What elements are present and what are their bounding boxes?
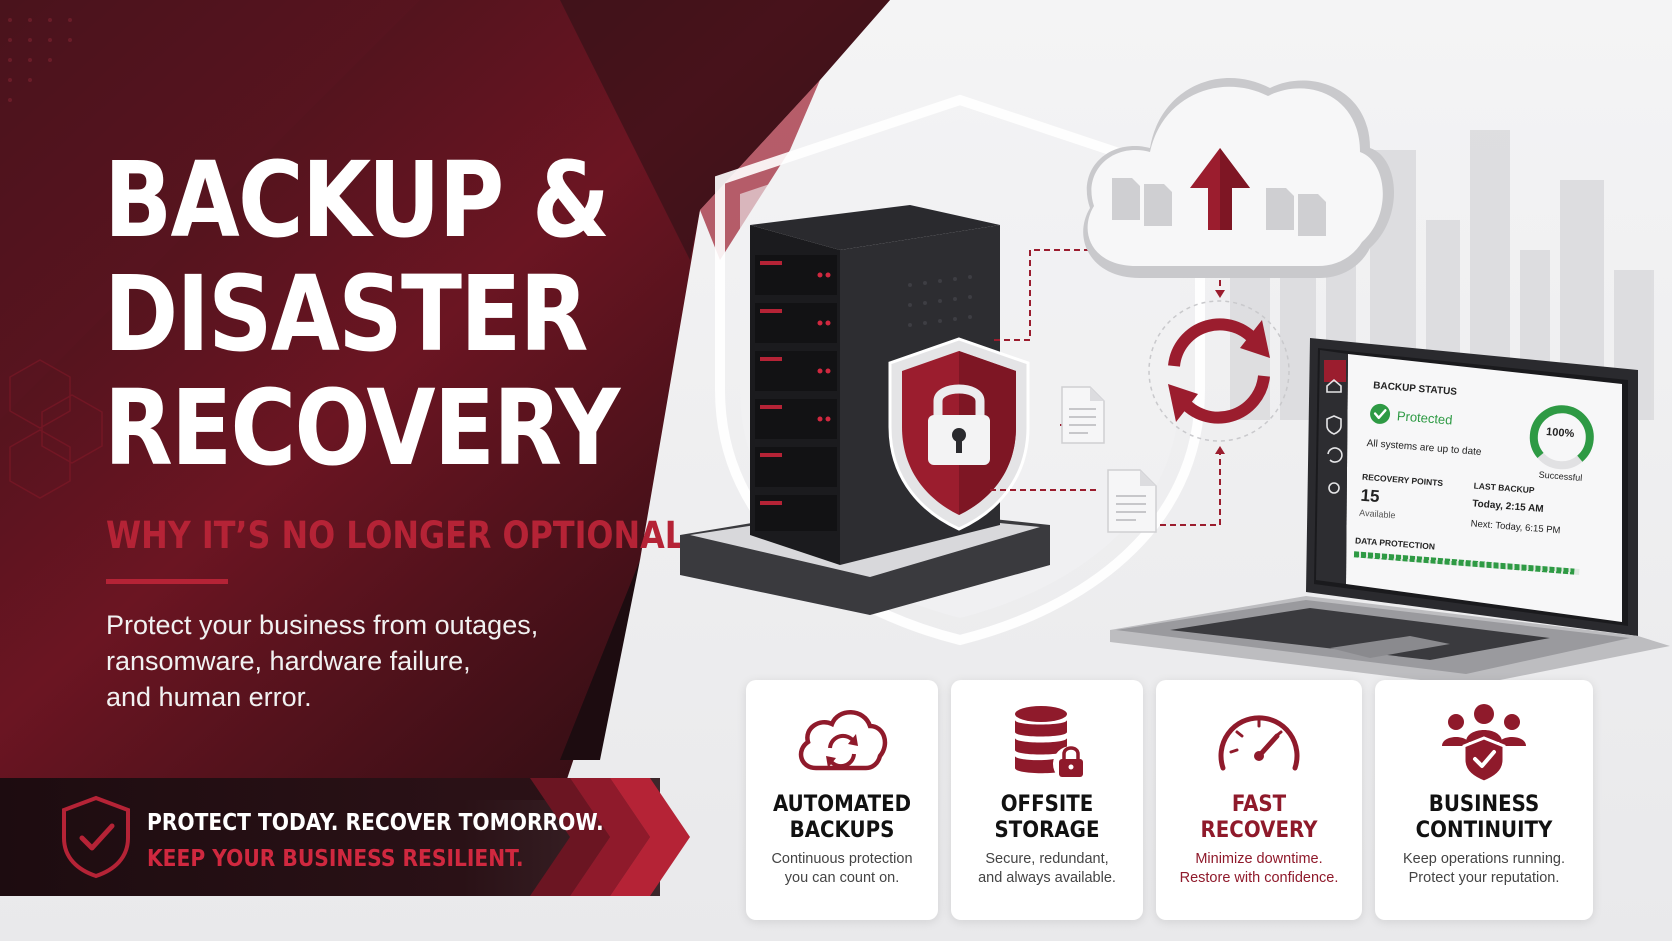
accent-divider bbox=[106, 579, 228, 584]
banner-line-1: PROTECT TODAY. RECOVER TOMORROW. bbox=[147, 810, 604, 836]
padlock-shield-icon bbox=[888, 337, 1030, 531]
dashboard-screen: BACKUP STATUS Protected All systems are … bbox=[1350, 376, 1619, 645]
gauge-value: 100% bbox=[1545, 426, 1575, 441]
gauge-label: Successful bbox=[1538, 469, 1583, 483]
data-protection-fill bbox=[1353, 551, 1575, 575]
feature-title-line-2: BACKUPS bbox=[789, 818, 895, 843]
feature-desc-line-2: and always available. bbox=[978, 870, 1116, 886]
feature-desc-line-2: you can count on. bbox=[784, 870, 900, 886]
status-value: Protected bbox=[1396, 408, 1454, 428]
settings-icon bbox=[1328, 482, 1340, 494]
feature-card-business-continuity: BUSINESS CONTINUITY Keep operations runn… bbox=[1375, 680, 1593, 920]
feature-card-automated-backups: AUTOMATED BACKUPS Continuous protection … bbox=[746, 680, 938, 920]
check-circle-icon bbox=[1370, 403, 1391, 424]
feature-desc-line-1: Minimize downtime. bbox=[1195, 851, 1323, 867]
data-protection-label: DATA PROTECTION bbox=[1354, 535, 1436, 552]
hero-title-line-1: BACKUP & bbox=[104, 139, 610, 261]
feature-desc-line-1: Continuous protection bbox=[771, 851, 913, 867]
hero-subtitle: WHY IT’S NO LONGER OPTIONAL bbox=[106, 514, 685, 557]
feature-title-line-1: FAST bbox=[1231, 792, 1287, 817]
feature-title-line-1: AUTOMATED bbox=[772, 792, 912, 817]
shield-check-icon bbox=[62, 795, 130, 879]
last-backup-value: Today, 2:15 AM bbox=[1471, 498, 1544, 516]
last-backup-label: LAST BACKUP bbox=[1473, 480, 1535, 496]
hero-description-line-2: ransomware, hardware failure, bbox=[106, 646, 471, 676]
shield-icon bbox=[1326, 415, 1342, 435]
database-lock-icon bbox=[1015, 706, 1089, 782]
home-icon bbox=[1326, 378, 1342, 393]
feature-desc-line-2: Protect your reputation. bbox=[1408, 870, 1560, 886]
success-gauge bbox=[1529, 405, 1594, 470]
hero-description-line-3: and human error. bbox=[106, 682, 312, 712]
next-backup: Next: Today, 6:15 PM bbox=[1470, 518, 1561, 537]
cloud-sync-icon bbox=[798, 710, 888, 771]
feature-title-line-2: CONTINUITY bbox=[1415, 818, 1553, 843]
status-detail: All systems are up to date bbox=[1366, 437, 1482, 458]
team-shield-icon bbox=[1442, 704, 1526, 784]
feature-desc-line-1: Keep operations running. bbox=[1402, 851, 1566, 867]
data-protection-bar bbox=[1353, 551, 1580, 576]
feature-desc-line-2: Restore with confidence. bbox=[1179, 870, 1339, 886]
feature-title-line-2: STORAGE bbox=[994, 818, 1100, 843]
feature-title-line-1: OFFSITE bbox=[1000, 792, 1094, 817]
cloud-upload-icon bbox=[1083, 77, 1395, 279]
refresh-icon bbox=[1327, 447, 1343, 463]
sync-icon bbox=[1148, 300, 1290, 442]
banner-line-2: KEEP YOUR BUSINESS RESILIENT. bbox=[147, 846, 524, 872]
feature-title-line-1: BUSINESS bbox=[1428, 792, 1540, 817]
hero-title-line-2: DISASTER bbox=[104, 253, 589, 375]
hero-title-line-3: RECOVERY bbox=[104, 367, 620, 489]
chevron-arrows-icon bbox=[530, 778, 690, 896]
document-icon bbox=[1107, 469, 1157, 533]
feature-card-fast-recovery: FAST RECOVERY Minimize downtime. Restore… bbox=[1156, 680, 1362, 920]
feature-card-offsite-storage: OFFSITE STORAGE Secure, redundant, and a… bbox=[951, 680, 1143, 920]
recovery-points-value: 15 bbox=[1359, 485, 1381, 507]
feature-title-line-2: RECOVERY bbox=[1200, 818, 1318, 843]
document-icon bbox=[1061, 386, 1105, 444]
dashboard-sidebar bbox=[1326, 378, 1343, 494]
speedometer-icon bbox=[1218, 715, 1300, 771]
backup-status-label: BACKUP STATUS bbox=[1372, 380, 1458, 398]
feature-desc-line-1: Secure, redundant, bbox=[985, 851, 1109, 867]
hero-description-line-1: Protect your business from outages, bbox=[106, 610, 539, 640]
recovery-points-sub: Available bbox=[1358, 507, 1396, 521]
recovery-points-label: RECOVERY POINTS bbox=[1361, 471, 1444, 489]
